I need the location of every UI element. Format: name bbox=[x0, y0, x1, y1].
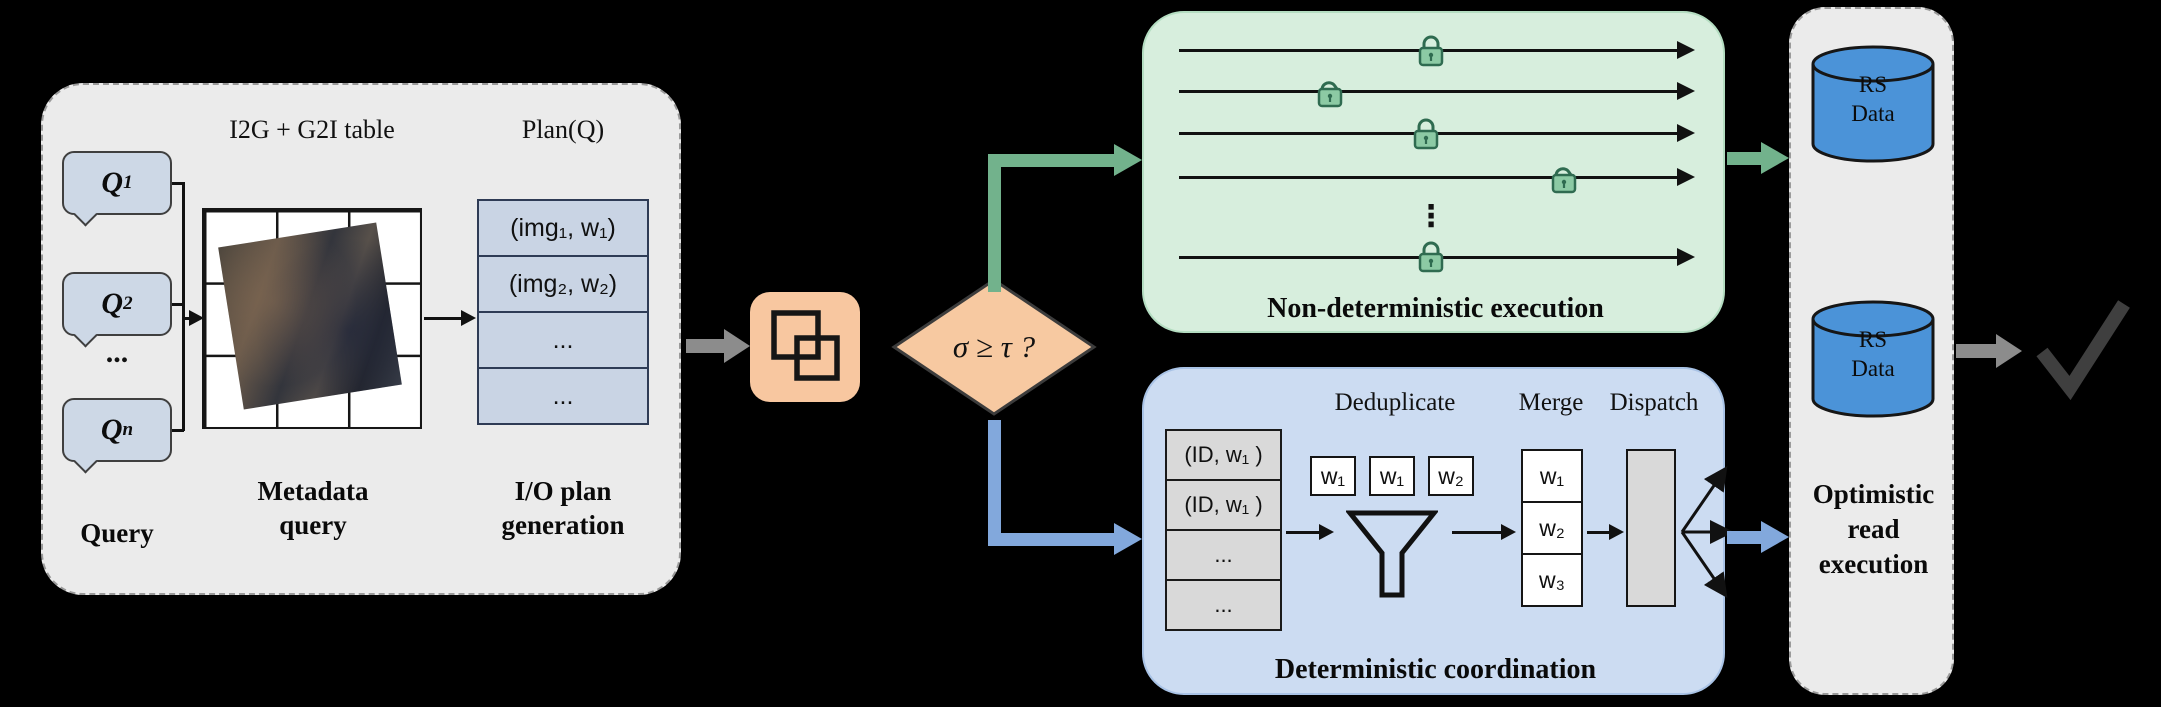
execution-timeline-2 bbox=[1179, 90, 1677, 93]
funnel-icon bbox=[1346, 510, 1438, 598]
lock-closed-icon bbox=[1412, 237, 1450, 275]
execution-timeline-4 bbox=[1179, 176, 1677, 179]
connector-query-vertical bbox=[182, 182, 185, 431]
arrow-storage-to-done-line bbox=[1956, 344, 1996, 358]
plan-row-2: (img₂, w₂) bbox=[477, 255, 649, 313]
lock-closed-icon bbox=[1412, 31, 1450, 69]
i2g-g2i-table-label: I2G + G2I table bbox=[229, 115, 395, 144]
arrow-plan-to-intersect-head bbox=[724, 329, 750, 363]
storage-panel: RS Data RS Data Optimistic read executio… bbox=[1789, 7, 1954, 695]
arrow-grid-to-plan-head bbox=[461, 310, 476, 326]
arrow-idtable-to-dedup-line bbox=[1286, 531, 1320, 534]
database-icon bbox=[1811, 45, 1935, 163]
id-row-3: ... bbox=[1165, 529, 1282, 581]
arrow-dedup-to-merge-head bbox=[1501, 524, 1516, 540]
arrow-grid-to-plan-line bbox=[424, 317, 462, 320]
deduplicate-label: Deduplicate bbox=[1334, 389, 1456, 416]
query-bubble-1-text: Q bbox=[101, 166, 124, 199]
arrow-to-nondet-horizontal bbox=[988, 154, 1114, 167]
query-bubble-2-text: Q bbox=[101, 287, 124, 320]
arrow-plan-to-intersect-line bbox=[686, 339, 724, 353]
overlapping-squares-icon bbox=[771, 310, 840, 381]
arrow-to-det-head bbox=[1114, 523, 1142, 555]
plan-q-label: Plan(Q) bbox=[521, 115, 605, 144]
db2-label: RS Data bbox=[1851, 327, 1895, 381]
merge-row-1: w₁ bbox=[1521, 449, 1583, 503]
io-plan-caption: I/O plan generation bbox=[501, 476, 625, 540]
arrow-storage-to-done-head bbox=[1996, 334, 2022, 368]
decision-diamond-shape bbox=[891, 278, 1097, 416]
dispatch-fan-arrows bbox=[1680, 466, 1734, 598]
arrow-idtable-to-dedup-head bbox=[1319, 524, 1334, 540]
dispatch-rect bbox=[1626, 449, 1676, 607]
query-caption: Query bbox=[80, 518, 154, 548]
dedup-box-2: w₁ bbox=[1369, 456, 1415, 496]
metadata-grid bbox=[202, 208, 422, 429]
metadata-caption: Metadata query bbox=[257, 476, 369, 540]
arrow-to-nondet-head bbox=[1114, 144, 1142, 176]
arrow-to-nondet-vertical bbox=[988, 154, 1001, 292]
plan-row-1: (img₁, w₁) bbox=[477, 199, 649, 257]
plan-row-4: ... bbox=[477, 367, 649, 425]
arrow-query-to-grid-head bbox=[189, 310, 204, 326]
plan-row-3: ... bbox=[477, 311, 649, 369]
arrow-to-det-vertical bbox=[988, 420, 1001, 546]
lock-closed-icon bbox=[1407, 114, 1445, 152]
intersect-icon-box bbox=[750, 292, 860, 402]
deterministic-label: Deterministic coordination bbox=[1274, 654, 1597, 685]
dedup-box-1: w₁ bbox=[1310, 456, 1356, 496]
connector-q2-stub bbox=[172, 303, 184, 306]
connector-qn-stub bbox=[172, 429, 184, 432]
execution-timeline-1-head bbox=[1677, 41, 1695, 59]
check-icon bbox=[2036, 300, 2130, 401]
arrow-det-to-storage-line bbox=[1727, 531, 1761, 544]
arrow-merge-to-dispatch-line bbox=[1587, 531, 1610, 534]
arrow-dedup-to-merge-line bbox=[1452, 531, 1502, 534]
query-bubble-n-text: Q bbox=[100, 413, 123, 446]
id-row-2: (ID, w₁ ) bbox=[1165, 479, 1282, 531]
decision-condition: σ ≥ τ ? bbox=[952, 329, 1036, 364]
database-icon bbox=[1811, 300, 1935, 418]
execution-timeline-5-head bbox=[1677, 248, 1695, 266]
lock-open-icon bbox=[1311, 72, 1349, 110]
arrow-query-to-grid-line bbox=[182, 317, 190, 320]
arrow-merge-to-dispatch-head bbox=[1609, 524, 1624, 540]
merge-row-2: w₂ bbox=[1521, 501, 1583, 555]
query-bubble-1-sub: 1 bbox=[123, 172, 133, 193]
execution-timeline-3-head bbox=[1677, 124, 1695, 142]
dedup-box-3: w₂ bbox=[1428, 456, 1474, 496]
lock-open-icon bbox=[1545, 158, 1583, 196]
execution-timeline-2-head bbox=[1677, 82, 1695, 100]
query-bubble-2-sub: 2 bbox=[123, 293, 133, 314]
query-ellipsis: ... bbox=[105, 336, 129, 369]
nondeterministic-label: Non-deterministic execution bbox=[1267, 293, 1604, 324]
execution-timeline-4-head bbox=[1677, 168, 1695, 186]
merge-label: Merge bbox=[1518, 389, 1584, 416]
arrow-to-det-horizontal bbox=[988, 533, 1114, 546]
arrow-nondet-to-storage-head bbox=[1761, 142, 1789, 174]
timeline-ellipsis: ⋮ bbox=[1416, 199, 1446, 234]
dispatch-label: Dispatch bbox=[1609, 389, 1699, 416]
arrow-nondet-to-storage-line bbox=[1727, 152, 1761, 165]
optimistic-read-caption: Optimistic read execution bbox=[1812, 479, 1935, 580]
db1-label: RS Data bbox=[1851, 72, 1895, 126]
merge-row-3: w₃ bbox=[1521, 553, 1583, 607]
id-row-4: ... bbox=[1165, 579, 1282, 631]
id-row-1: (ID, w₁ ) bbox=[1165, 429, 1282, 481]
deterministic-panel: Deduplicate Merge Dispatch (ID, w₁ ) (ID… bbox=[1142, 367, 1734, 695]
decision-diamond: σ ≥ τ ? bbox=[890, 276, 1098, 418]
query-bubble-n-sub: n bbox=[122, 419, 134, 440]
arrow-det-to-storage-head bbox=[1761, 521, 1789, 553]
connector-q1-stub bbox=[172, 182, 184, 185]
nondeterministic-panel: ⋮ Non-deterministic execution bbox=[1142, 11, 1725, 333]
satellite-image bbox=[218, 222, 402, 410]
